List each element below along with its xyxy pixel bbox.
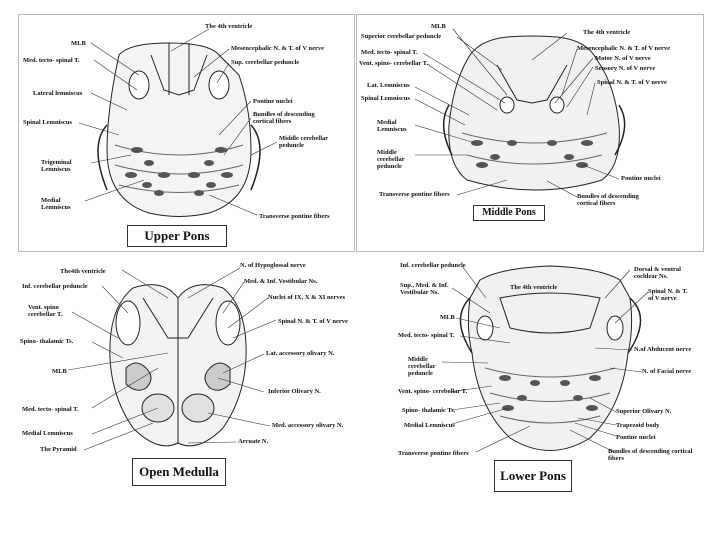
upper-transverse-pontine-label: Transverse pontine fibers	[259, 213, 330, 220]
upper-lateral-lemniscus-label: Lateral lemniscus	[33, 90, 83, 97]
lower-pons-illustration	[441, 265, 649, 453]
medulla-med-accessory-olivary-label: Med. accessory olivary N.	[272, 422, 344, 429]
lower-inf-cerebellar-peduncle-label: Inf. cerebellar peduncle	[400, 262, 466, 269]
lower-bundles-descending-label: Bundles of descending cortical fibers	[608, 448, 693, 462]
medulla-mlb-label: MLB	[52, 368, 67, 375]
medulla-med-tecto-spinal-label: Med. tecto- spinal T.	[22, 406, 79, 413]
middle-bundles-descending-label: Bundles of descending cortical fibers	[577, 193, 639, 207]
upper-sup-cerebellar-peduncle-label: Sup. cerebellar peduncle	[231, 59, 300, 66]
upper-fourth-ventricle-label: The 4th ventricle	[205, 23, 253, 30]
middle-pons-panel: MLB Superior cerebellar peduncle The 4th…	[356, 14, 704, 252]
lower-medial-lemniscus-label: Medial Lemniscus	[404, 422, 455, 429]
middle-mesencephalic-label: Mesencephalic N. & T. of V nerve	[577, 45, 671, 52]
middle-med-tecto-spinal-label: Med. tecto- spinal T.	[361, 49, 418, 56]
lower-facial-label: N. of Facial nerve	[642, 368, 692, 375]
medulla-vestibular-label: Med. & Inf. Vestibular Ns.	[244, 278, 318, 285]
medulla-nuclei-ix-x-xi-label: Nuclei of IX, X & XI nerves	[268, 294, 346, 301]
middle-superior-cerebellar-peduncle-label: Superior cerebellar peduncle	[361, 33, 442, 40]
open-medulla-panel: The4th ventricle N. of Hypoglossal nerve…	[18, 258, 368, 490]
lower-superior-olivary-label: Superior Olivary N.	[616, 408, 672, 415]
upper-med-tecto-spinal-label: Med. tecto- spinal T.	[23, 57, 80, 64]
medulla-lat-accessory-olivary-label: Lat. accessory olivary N.	[266, 350, 335, 357]
lower-med-tecto-spinal-label: Med. tecto- spinal T.	[398, 332, 455, 339]
medulla-arcuate-label: Arcuate N.	[238, 438, 269, 445]
lower-pons-title: Lower Pons	[494, 460, 572, 492]
upper-pons-panel: The 4th ventricle MLB Med. tecto- spinal…	[18, 14, 355, 252]
middle-pons-title: Middle Pons	[473, 205, 545, 221]
upper-middle-cerebellar-peduncle-label: Middle cerebellar peduncle	[279, 135, 329, 149]
medulla-inferior-olivary-label: Inferior Olivary N.	[268, 388, 321, 395]
middle-spinal-lemniscus-label: Spinal Lemniscus	[361, 95, 410, 102]
middle-spinal-nt-v-label: Spinal N. & T. of V nerve	[597, 79, 667, 86]
middle-sensory-v-label: Sensory N. of V nerve	[595, 65, 656, 72]
medulla-inf-cerebellar-peduncle-label: Inf. cerebellar peduncle	[22, 283, 88, 290]
lower-sup-med-inf-vestibular-label: Sup., Med. & Inf. Vestibular Ns.	[400, 282, 449, 296]
middle-motor-v-label: Motor N. of V nerve	[595, 55, 651, 62]
upper-pons-illustration	[78, 28, 278, 217]
lower-pontine-nuclei-label: Pontine nuclei	[616, 434, 656, 441]
middle-mlb-label: MLB	[431, 23, 446, 30]
lower-transverse-pontine-label: Transverse pontine fibers	[398, 450, 469, 457]
middle-transverse-pontine-label: Transverse pontine fibers	[379, 191, 450, 198]
lower-pons-panel: Inf. cerebellar peduncle Dorsal & ventra…	[390, 258, 702, 494]
middle-middle-cerebellar-peduncle-label: Middle cerebellar peduncle	[377, 149, 405, 170]
middle-pontine-nuclei-label: Pontine nuclei	[621, 175, 661, 182]
open-medulla-title: Open Medulla	[132, 458, 226, 486]
lower-vent-spino-cerebellar-label: Vent. spino- cerebellar T.	[398, 388, 468, 395]
lower-fourth-ventricle-label: The 4th ventricle	[510, 284, 558, 291]
upper-mesencephalic-label: Mesencephalic N. & T. of V nerve	[231, 45, 325, 52]
upper-spinal-lemniscus-label: Spinal Lemniscus	[23, 119, 72, 126]
upper-trigeminal-lemniscus-label: Trigeminal Lemniscus	[41, 159, 72, 173]
middle-lat-lemniscus-label: Lat. Lemniscus	[367, 82, 410, 89]
lower-abducent-label: N.of Abducent nerve	[634, 346, 692, 353]
lower-trapezoid-label: Trapezoid body	[616, 422, 660, 429]
medulla-spinal-nt-v-label: Spinal N. & T. of V nerve	[278, 318, 348, 325]
medulla-pyramid-label: The Pyramid	[40, 446, 77, 453]
medulla-medial-lemniscus-label: Medial Lemniscus	[22, 430, 73, 437]
medulla-fourth-ventricle-label: The4th ventricle	[60, 268, 106, 275]
medulla-hypoglossal-label: N. of Hypoglossal nerve	[240, 262, 306, 269]
lower-dorsal-ventral-cochlear-label: Dorsal & ventral cochlear Ns.	[634, 266, 681, 280]
upper-bundles-descending-label: Bundles of descending cortical fibers	[253, 111, 315, 125]
middle-medial-lemniscus-label: Medial Lemniscus	[377, 119, 407, 133]
upper-pons-title: Upper Pons	[127, 225, 227, 247]
lower-mlb-label: MLB	[440, 314, 455, 321]
middle-fourth-ventricle-label: The 4th ventricle	[583, 29, 631, 36]
middle-vent-spino-cerebellar-label: Vent. spino- cerebellar T.	[359, 60, 429, 67]
upper-mlb-label: MLB	[71, 40, 86, 47]
lower-spinal-nt-v-label: Spinal N. & T. of V nerve	[648, 288, 688, 302]
medulla-vent-spino-cerebellar-label: Vent. spino cerebellar T.	[28, 304, 63, 318]
middle-pons-illustration	[414, 28, 626, 198]
lower-spino-thalamic-label: Spino- thalamic Ts.	[402, 407, 456, 414]
lower-middle-cerebellar-peduncle-label: Middle cerebellar peduncle	[408, 356, 436, 377]
upper-medial-lemniscus-label: Medial Lemniscus	[41, 197, 71, 211]
upper-pontine-nuclei-label: Pontine nuclei	[253, 98, 293, 105]
open-medulla-illustration	[67, 267, 277, 451]
medulla-spino-thalamic-label: Spino- thalamic Ts.	[20, 338, 74, 345]
